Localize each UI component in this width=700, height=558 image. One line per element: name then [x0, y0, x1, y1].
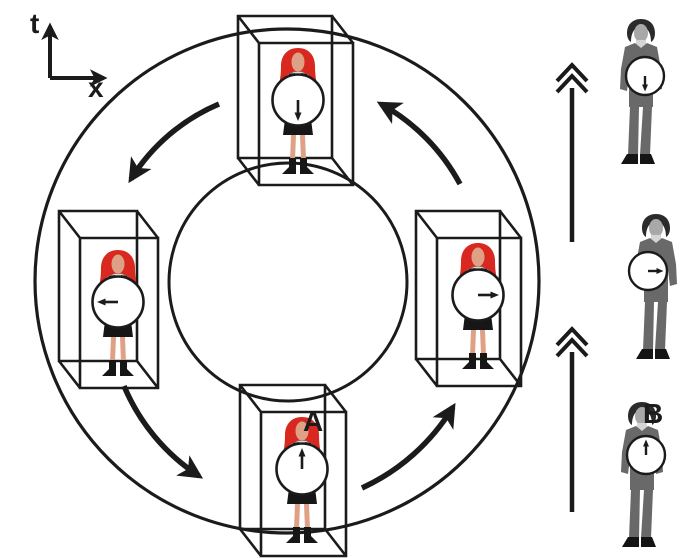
wireframe-box-left — [57, 209, 160, 390]
label-traveler-A: A — [303, 406, 323, 437]
boost-arrow-upper-chevron-2 — [555, 62, 589, 83]
ring-inner-circle — [167, 161, 409, 403]
clock-icon-ring-right — [451, 268, 505, 322]
rotation-arrow-bottom-right — [360, 402, 456, 491]
clock-icon-inertial-bottom — [625, 434, 667, 476]
rotation-arrow-bottom-left — [121, 384, 204, 479]
clock-icon-ring-top — [271, 73, 325, 127]
wireframe-box-right — [414, 209, 523, 388]
clock-icon-ring-bottom — [275, 442, 329, 496]
clock-hand — [643, 439, 649, 455]
wireframe-box-top — [236, 14, 355, 187]
clock-hand — [642, 76, 648, 92]
boost-arrow-lower — [555, 326, 589, 512]
ring-outer-circle — [33, 27, 541, 535]
axis-label-t: t — [30, 8, 39, 39]
clock-icon-inertial-middle — [627, 250, 669, 292]
traveler-figures: A — [91, 47, 505, 544]
clock-hand — [478, 291, 499, 299]
rotation-arrow-top-left — [128, 101, 221, 184]
clock-hand — [294, 100, 302, 121]
clock-hand — [298, 448, 306, 469]
inertial-observer-column: B — [555, 19, 677, 547]
rotation-arrows — [121, 101, 463, 491]
axis-label-x: x — [88, 72, 104, 103]
wireframe-box-bottom — [238, 383, 348, 558]
clock-hand — [648, 268, 664, 274]
boost-arrow-lower-chevron-2 — [555, 326, 589, 347]
boost-arrow-lower-chevron-1 — [555, 337, 589, 358]
boost-arrow-upper — [555, 62, 589, 242]
clock-icon-inertial-top — [624, 55, 666, 97]
clock-hand — [97, 298, 118, 306]
spacetime-axis: t x — [30, 8, 108, 103]
label-inertial-B: B — [643, 398, 663, 429]
wireframe-boxes — [57, 14, 523, 558]
boost-arrow-upper-chevron-1 — [555, 73, 589, 94]
rotation-arrow-top-right — [376, 101, 463, 186]
clock-icon-ring-left — [91, 275, 145, 329]
